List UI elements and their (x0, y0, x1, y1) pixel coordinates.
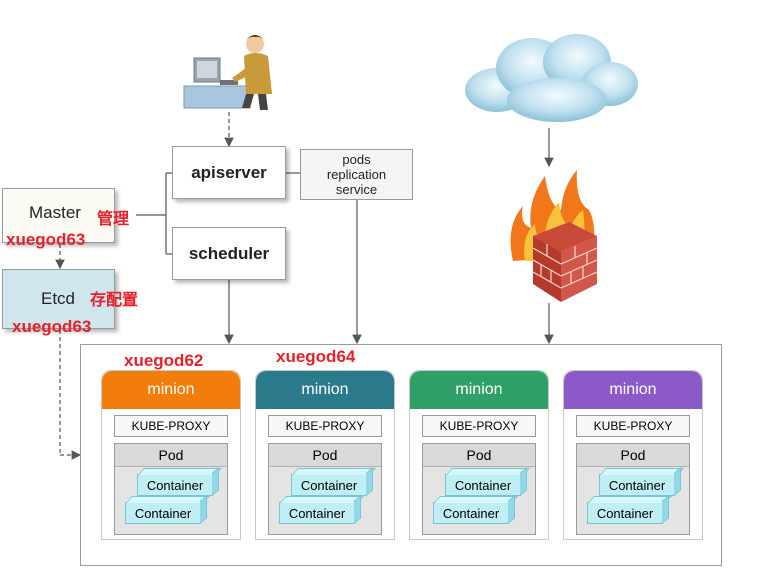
pod-label-4: Pod (577, 444, 689, 467)
firewall-icon (510, 170, 598, 302)
minion-title-1: minion (147, 381, 195, 398)
scheduler-box: scheduler (172, 227, 286, 280)
service-line-1: pods (342, 152, 371, 167)
container-1b: Container (125, 502, 201, 524)
minion-card-2: minion KUBE-PROXY Pod Container Containe… (255, 370, 395, 540)
kube-proxy-label-1: KUBE-PROXY (131, 419, 211, 433)
apiserver-label: apiserver (191, 162, 267, 182)
scheduler-label: scheduler (188, 243, 270, 263)
minion-title-2: minion (301, 381, 349, 398)
kube-proxy-1: KUBE-PROXY (114, 415, 228, 437)
pod-label-1: Pod (115, 444, 227, 467)
container-2b: Container (279, 502, 355, 524)
cluster-label-first: xuegod62 (124, 351, 204, 370)
container-2a: Container (291, 474, 367, 496)
apiserver-box: apiserver (172, 146, 286, 199)
etcd-box: Etcd (2, 269, 115, 329)
user-at-computer-icon (183, 35, 272, 110)
pod-box-2: Pod Container Container (268, 443, 382, 535)
pod-label-2: Pod (269, 444, 381, 467)
minion-header-1: minion (102, 371, 240, 409)
cloud-icon (465, 34, 638, 122)
master-host-label: xuegod63 (6, 230, 86, 249)
master-box: Master (2, 188, 115, 243)
pod-box-3: Pod Container Container (422, 443, 536, 535)
minion-header-4: minion (564, 371, 702, 409)
master-cn-label: 管理 (97, 209, 130, 228)
service-line-2: replication (326, 167, 387, 182)
kube-proxy-label-4: KUBE-PROXY (593, 419, 673, 433)
pod-label-3: Pod (423, 444, 535, 467)
service-box: pods replication service (300, 149, 413, 200)
cluster-label-second: xuegod64 (276, 347, 356, 366)
kube-proxy-3: KUBE-PROXY (422, 415, 536, 437)
etcd-cn-label: 存配置 (90, 290, 139, 309)
minion-title-3: minion (455, 381, 503, 398)
minion-card-4: minion KUBE-PROXY Pod Container Containe… (563, 370, 703, 540)
service-line-3: service (335, 182, 378, 197)
minion-title-4: minion (609, 381, 657, 398)
container-3b: Container (433, 502, 509, 524)
etcd-label: Etcd (41, 289, 76, 308)
kube-proxy-2: KUBE-PROXY (268, 415, 382, 437)
kube-proxy-4: KUBE-PROXY (576, 415, 690, 437)
kube-proxy-label-2: KUBE-PROXY (285, 419, 365, 433)
minion-header-2: minion (256, 371, 394, 409)
minion-card-1: minion KUBE-PROXY Pod Container Containe… (101, 370, 241, 540)
pod-box-4: Pod Container Container (576, 443, 690, 535)
pod-box-1: Pod Container Container (114, 443, 228, 535)
container-4a: Container (599, 474, 675, 496)
kube-proxy-label-3: KUBE-PROXY (439, 419, 519, 433)
minion-card-3: minion KUBE-PROXY Pod Container Containe… (409, 370, 549, 540)
container-1a: Container (137, 474, 213, 496)
minion-header-3: minion (410, 371, 548, 409)
master-label: Master (29, 203, 81, 222)
etcd-host-label: xuegod63 (12, 317, 92, 336)
container-3a: Container (445, 474, 521, 496)
container-4b: Container (587, 502, 663, 524)
